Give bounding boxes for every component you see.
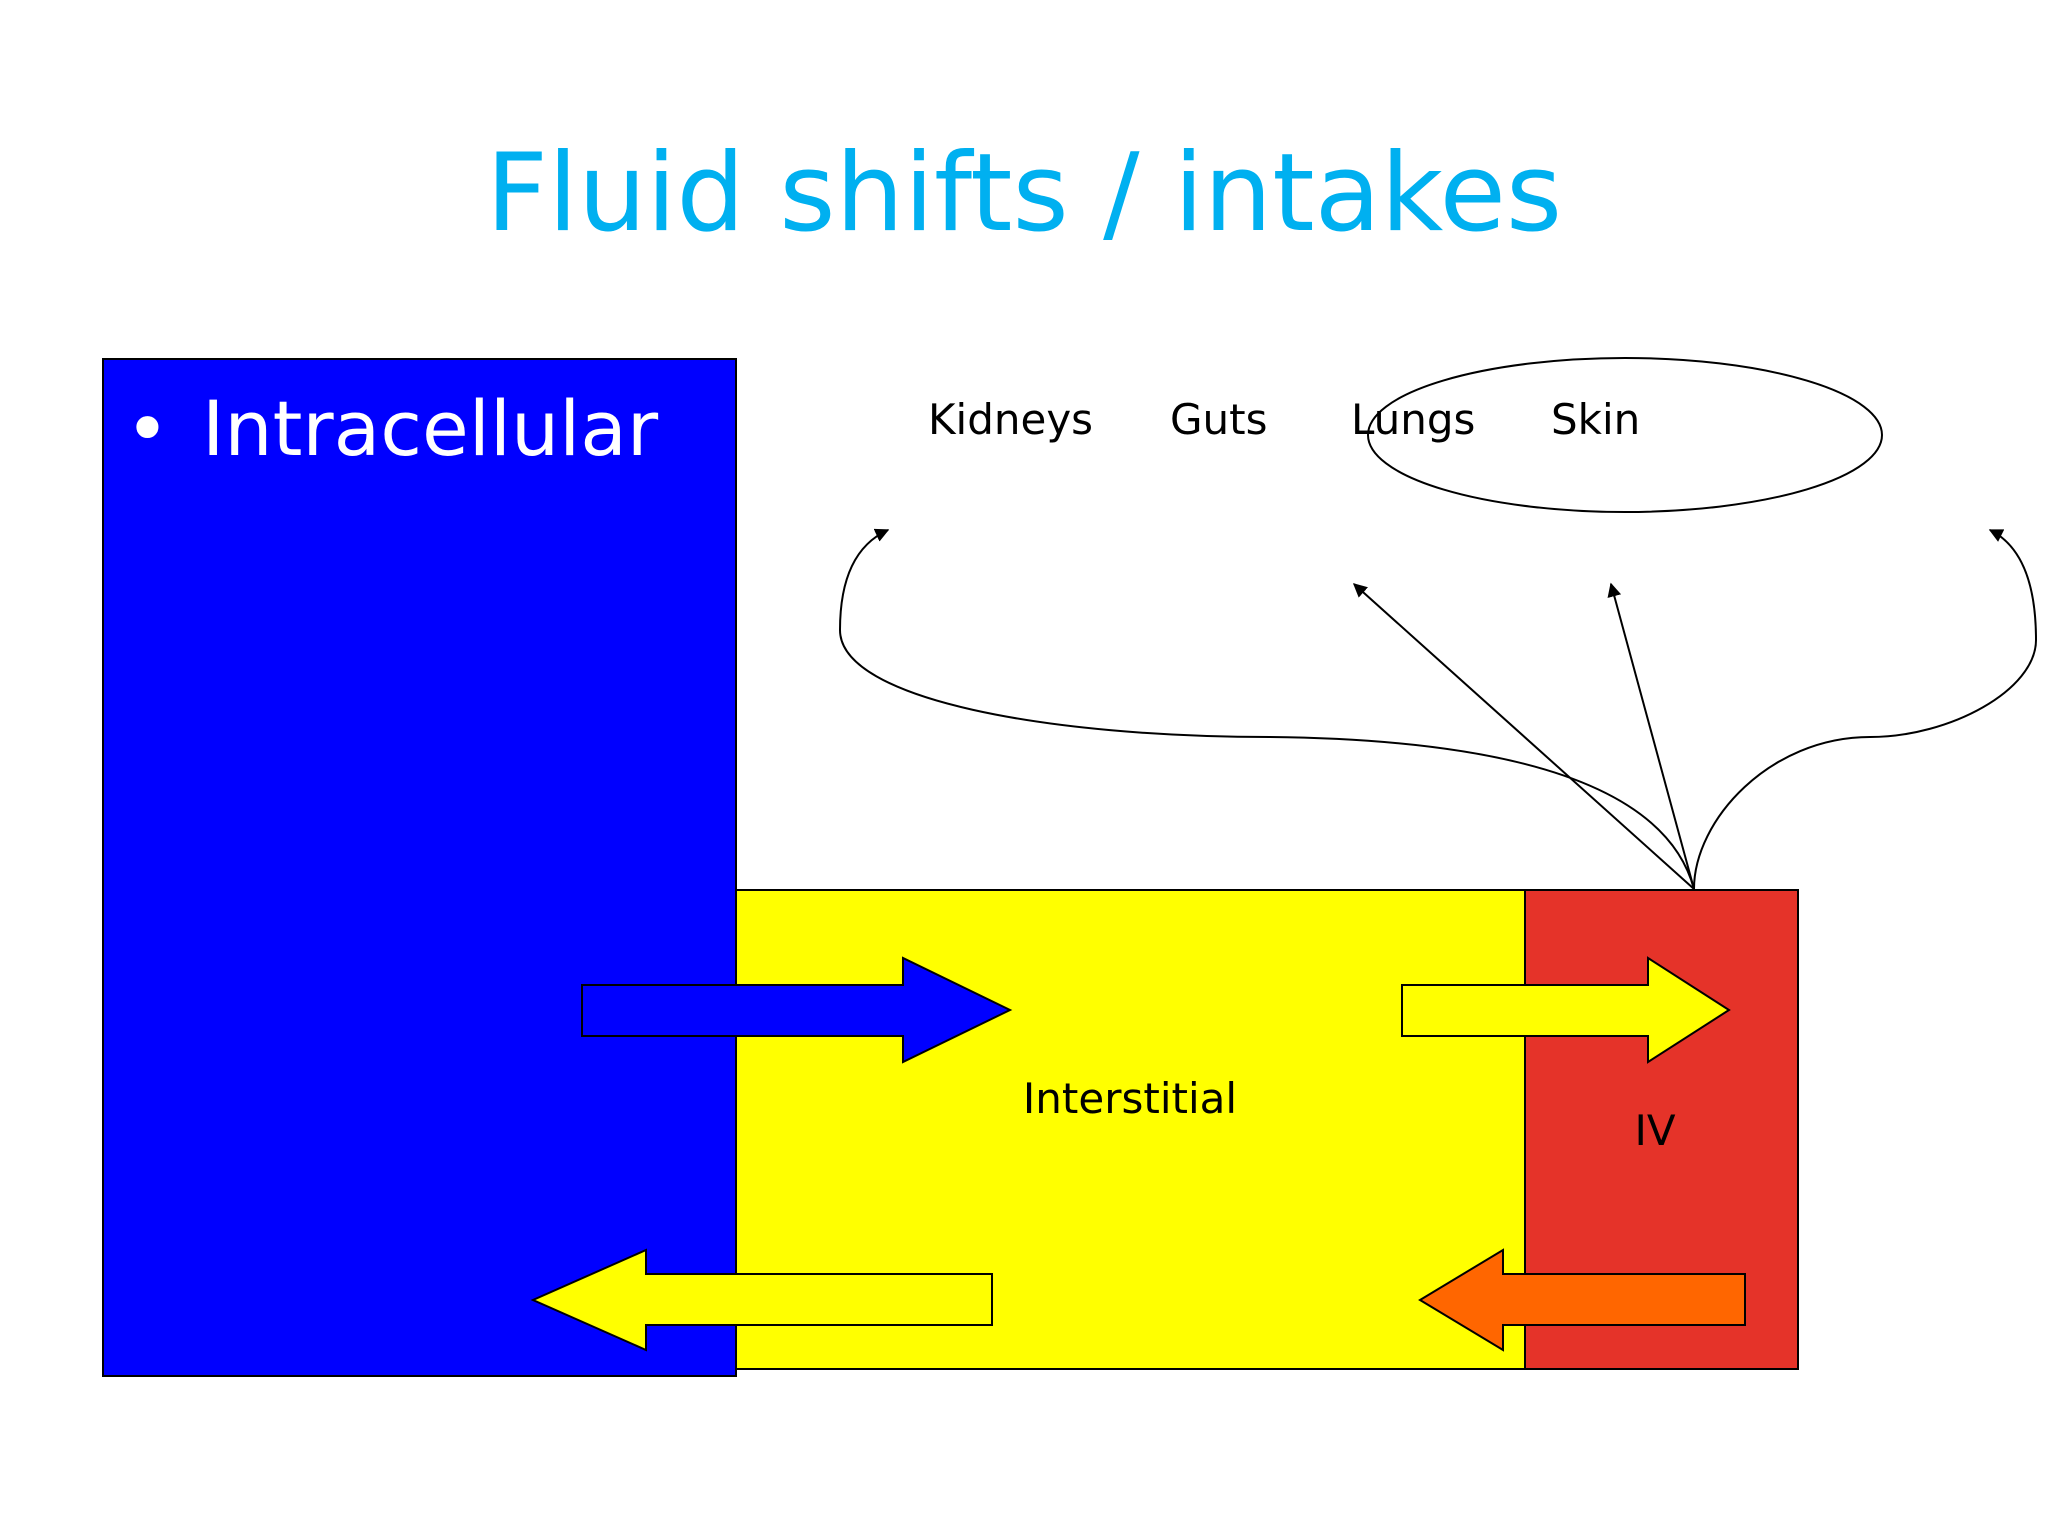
flow-line-to-guts [1352, 583, 1695, 890]
slide-title: Fluid shifts / intakes [486, 131, 1562, 256]
intracellular-compartment [102, 358, 737, 1377]
yellow-return-arrow [530, 1248, 993, 1352]
lungs-skin-highlight-ellipse [1367, 357, 1883, 513]
interstitial-label: Interstitial [1023, 1074, 1237, 1123]
flow-line-to-kidneys [838, 528, 1695, 890]
output-skin: Skin [1551, 395, 1640, 444]
flow-line-to-skin [1693, 529, 2038, 890]
output-guts: Guts [1170, 395, 1268, 444]
yellow-to-iv-arrow [1401, 956, 1731, 1064]
blue-shift-arrow [581, 956, 1013, 1064]
output-lungs: Lungs [1351, 395, 1475, 444]
intracellular-label: Intracellular [202, 384, 659, 473]
intracellular-bullet: • [125, 384, 170, 473]
flow-line-to-lungs [1607, 582, 1695, 890]
output-kidneys: Kidneys [928, 395, 1093, 444]
orange-return-arrow [1418, 1248, 1746, 1352]
iv-label: IV [1634, 1106, 1675, 1155]
